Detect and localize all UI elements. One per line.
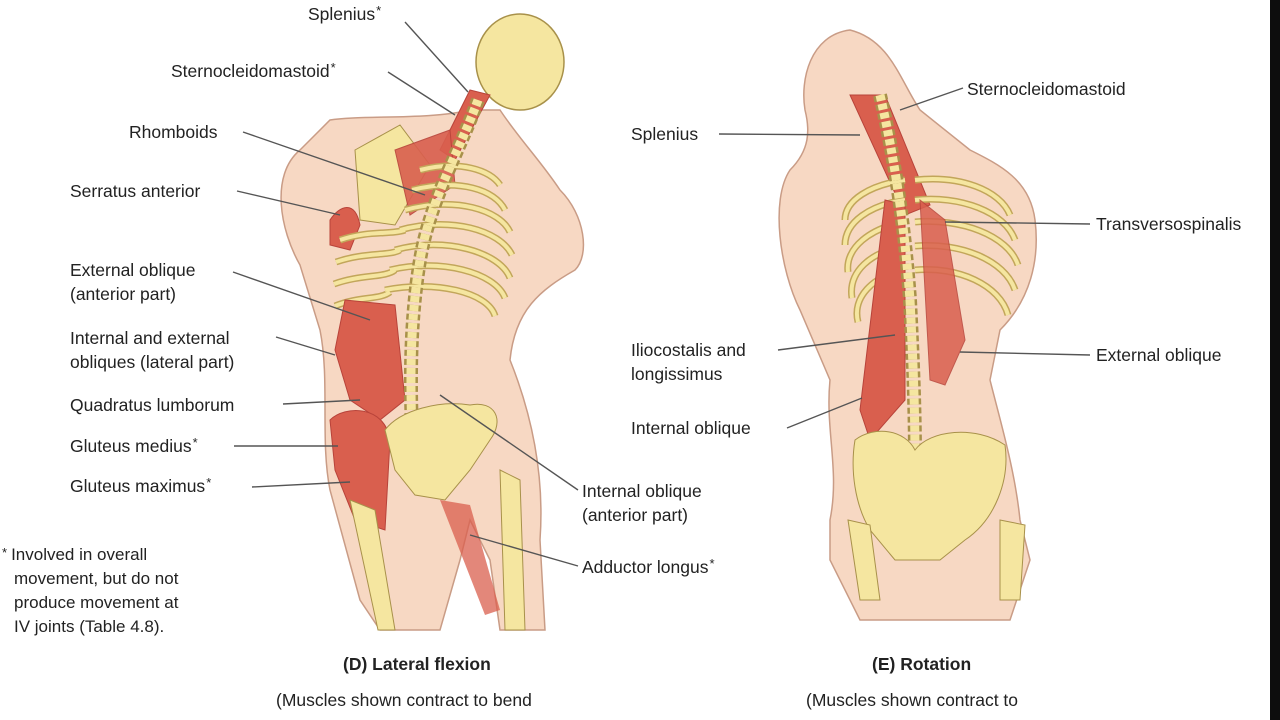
label-splenius-d: Splenius* <box>308 3 382 24</box>
window-edge-bar <box>1270 0 1280 720</box>
caption-title-d: (D) Lateral flexion <box>343 654 491 674</box>
caption-subtitle-d: (Muscles shown contract to bend <box>276 690 532 710</box>
femur-left-e <box>847 519 881 601</box>
figure-rotation <box>778 29 1037 621</box>
label-scm-d: Sternocleidomastoid* <box>171 60 336 81</box>
caption-subtitle-e: (Muscles shown contract to <box>806 690 1019 710</box>
caption-title-e: (E) Rotation <box>872 654 972 674</box>
pelvis-d <box>384 403 498 501</box>
transverso-muscle-e <box>919 198 966 386</box>
label-serratus-d: Serratus anterior <box>70 181 201 201</box>
femur-left-d <box>349 499 396 631</box>
label-int-oblique-d: Internal oblique (anterior part) <box>582 481 702 525</box>
footnote: *Involved in overall movement, but do no… <box>2 545 179 636</box>
label-splenius-e: Splenius <box>631 124 699 144</box>
label-transverso-e: Transversospinalis <box>1096 214 1242 234</box>
pelvis-e <box>852 430 1007 561</box>
femur-right-e <box>999 519 1026 601</box>
label-ext-oblique-d: External oblique (anterior part) <box>70 260 196 304</box>
femur-right-d <box>499 469 526 631</box>
label-int-ext-obliques-d: Internal and external obliques (lateral … <box>70 328 235 372</box>
label-adductor-d: Adductor longus* <box>582 556 715 577</box>
neck-muscle-e <box>849 94 931 216</box>
label-gluteus-medius-d: Gluteus medius* <box>70 435 198 456</box>
figure-lateral-flexion <box>280 13 585 631</box>
label-iliocostalis-e: Iliocostalis and longissimus <box>631 340 746 384</box>
label-int-oblique-e: Internal oblique <box>631 418 751 438</box>
adductor-muscle-d <box>440 500 500 615</box>
leader-lines <box>232 21 1091 567</box>
label-ext-oblique-e: External oblique <box>1096 345 1222 365</box>
label-scm-e: Sternocleidomastoid <box>967 79 1126 99</box>
label-gluteus-maximus-d: Gluteus maximus* <box>70 475 212 496</box>
label-rhomboids-d: Rhomboids <box>129 122 218 142</box>
label-quadratus-d: Quadratus lumborum <box>70 395 235 415</box>
skull-d <box>475 13 565 111</box>
